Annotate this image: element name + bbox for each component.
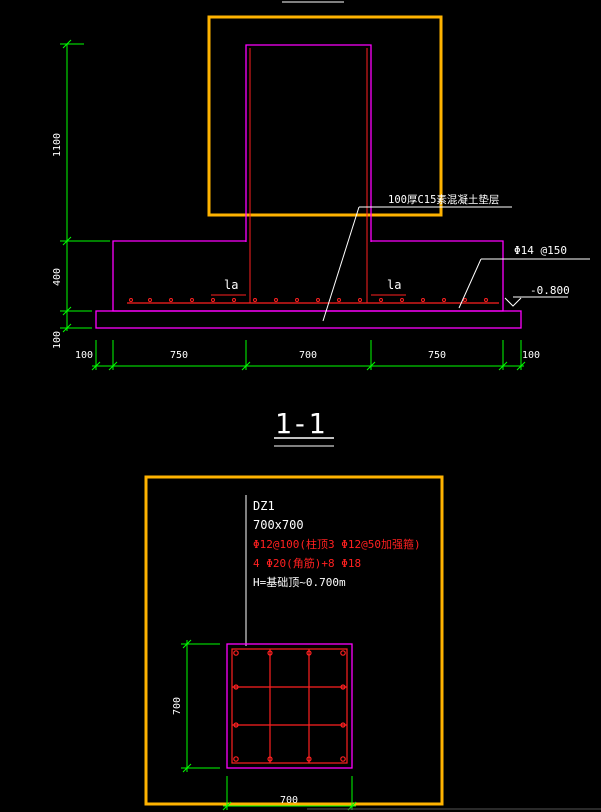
rebar-dots [129, 298, 488, 302]
rebar-dot [421, 298, 425, 302]
dim-width-center: 700 [299, 350, 317, 361]
rebar-dot [484, 298, 488, 302]
rebar-dot [463, 298, 467, 302]
elevation-triangle [504, 297, 522, 307]
column-dim-vertical [181, 639, 220, 773]
column-dim-horizontal [222, 776, 357, 811]
column-dim-height: 700 [172, 697, 183, 715]
rebar-dot [129, 298, 133, 302]
rebar-dot [253, 298, 257, 302]
rebar-dot [211, 298, 215, 302]
column-longitudinal: 4 Φ20(角筋)+8 Φ18 [253, 556, 361, 570]
cushion-outline [95, 310, 522, 329]
rebar-dot [379, 298, 383, 302]
dim-width-right-margin: 100 [522, 350, 540, 361]
dim-height-mid: 400 [52, 268, 63, 286]
rebar-dot [232, 298, 236, 302]
highlight-box-lower [144, 475, 444, 806]
dim-height-upper: 1100 [52, 133, 63, 157]
elevation-label: -0.800 [530, 284, 570, 297]
column-stirrup: Φ12@100(柱顶3 Φ12@50加强箍) [253, 537, 421, 551]
rebar-dot [190, 298, 194, 302]
horizontal-dimension [91, 340, 526, 371]
la-right-label: la [387, 278, 401, 292]
cushion-label: 100厚C15素混凝土垫层 [388, 193, 499, 206]
rebar-dot [316, 298, 320, 302]
column-plan-outline [226, 643, 353, 769]
column-dim-width: 700 [280, 795, 298, 806]
rebar-leader [458, 258, 482, 309]
rebar-dot [337, 298, 341, 302]
column-name: DZ1 [253, 499, 275, 513]
rebar-dot [148, 298, 152, 302]
dim-width-right: 750 [428, 350, 446, 361]
rebar-dot [274, 298, 278, 302]
la-left-label: la [224, 278, 238, 292]
section-title: 1-1 [275, 407, 326, 440]
dim-width-left-margin: 100 [75, 350, 93, 361]
column-size: 700x700 [253, 518, 304, 532]
column-outline [245, 44, 372, 242]
column-height: H=基础顶~0.700m [253, 576, 346, 589]
rebar-dot [358, 298, 362, 302]
highlight-box-upper [207, 15, 443, 217]
dim-height-lower: 100 [52, 331, 63, 349]
dim-width-left: 750 [170, 350, 188, 361]
rebar-label: Φ14 @150 [514, 244, 567, 257]
vertical-dimension [60, 39, 110, 333]
rebar-dot [169, 298, 173, 302]
cushion-leader [322, 206, 360, 322]
column-plan-rebar [231, 648, 348, 764]
rebar-dot [295, 298, 299, 302]
rebar-dot [400, 298, 404, 302]
rebar-dot [442, 298, 446, 302]
footing-outline [112, 240, 504, 312]
